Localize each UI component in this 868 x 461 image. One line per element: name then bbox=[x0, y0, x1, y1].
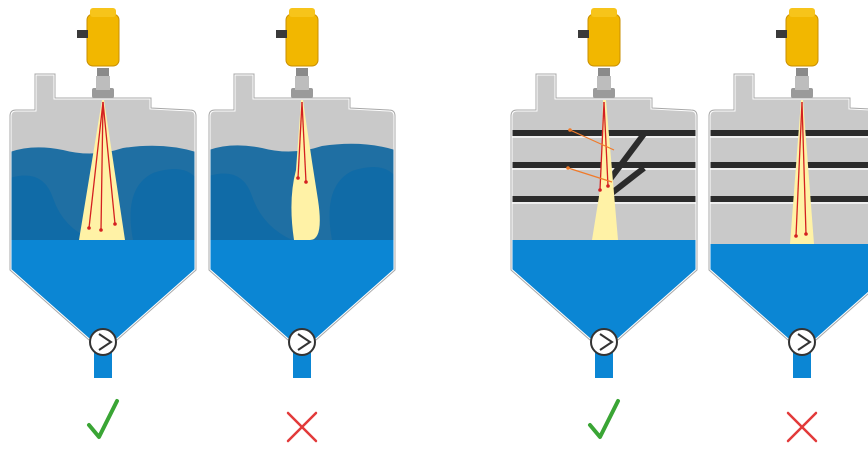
ray-arrowhead bbox=[296, 176, 300, 180]
sensor-housing bbox=[86, 13, 120, 67]
panel-foam-bad bbox=[207, 8, 397, 443]
radar-sensor bbox=[276, 8, 319, 98]
sensor-cable-gland bbox=[776, 30, 787, 38]
ray-arrowhead bbox=[568, 128, 572, 132]
tank-outline-edge bbox=[9, 73, 197, 341]
pump-arrow bbox=[98, 333, 113, 351]
sensor-thread bbox=[296, 68, 308, 76]
sensor-flange bbox=[291, 88, 313, 98]
cross-icon bbox=[286, 411, 318, 443]
cross-icon bbox=[786, 411, 818, 443]
deflected-ray bbox=[567, 167, 613, 183]
tank-strut bbox=[709, 162, 868, 168]
sensor-thread bbox=[796, 68, 808, 76]
sensor-housing bbox=[587, 13, 621, 67]
sensor-neck bbox=[795, 76, 809, 90]
pump-icon bbox=[788, 328, 816, 356]
tank-outline-edge bbox=[208, 73, 396, 341]
strut-highlight bbox=[709, 136, 868, 138]
check-icon bbox=[588, 399, 620, 439]
ray-arrowhead bbox=[606, 184, 610, 188]
radar-ray bbox=[100, 101, 104, 231]
sensor-thread bbox=[97, 68, 109, 76]
radar-ray bbox=[801, 101, 807, 235]
radar-ray bbox=[795, 101, 803, 237]
ray-arrowhead bbox=[99, 228, 103, 232]
radar-ray bbox=[603, 101, 609, 187]
strut-highlight bbox=[709, 202, 868, 204]
sensor-flange bbox=[791, 88, 813, 98]
ray-arrowhead bbox=[598, 188, 602, 192]
sensor-flange bbox=[593, 88, 615, 98]
ray-arrowhead bbox=[794, 234, 798, 238]
sensor-neck bbox=[96, 76, 110, 90]
ray-arrowhead bbox=[304, 180, 308, 184]
ray-arrowhead bbox=[804, 232, 808, 236]
foam-shade bbox=[130, 169, 196, 240]
foam-shade bbox=[209, 173, 292, 240]
sensor-cap bbox=[789, 8, 815, 17]
sensor-cable-gland bbox=[578, 30, 589, 38]
sensor-cap bbox=[591, 8, 617, 17]
radar-beam bbox=[790, 100, 814, 244]
pump-icon bbox=[288, 328, 316, 356]
pump-icon bbox=[590, 328, 618, 356]
radar-ray bbox=[599, 101, 605, 191]
sensor-housing bbox=[285, 13, 319, 67]
sensor-cap bbox=[289, 8, 315, 17]
deflected-ray bbox=[569, 129, 615, 151]
radar-ray bbox=[102, 101, 116, 225]
radar-sensor bbox=[776, 8, 819, 98]
ray-arrowhead bbox=[566, 166, 570, 170]
tank-outline-edge bbox=[708, 73, 868, 341]
foam-shade bbox=[10, 175, 93, 240]
check-icon bbox=[87, 399, 119, 439]
pump-arrow bbox=[599, 333, 614, 351]
sensor-cable-gland bbox=[276, 30, 287, 38]
sensor-neck bbox=[295, 76, 309, 90]
radar-ray bbox=[88, 101, 104, 229]
pump-icon bbox=[89, 328, 117, 356]
radar-ray bbox=[301, 101, 307, 183]
radar-sensor bbox=[578, 8, 621, 98]
tank-strut bbox=[709, 196, 868, 202]
tank-outline-edge bbox=[510, 73, 698, 341]
sensor-thread bbox=[598, 68, 610, 76]
strut-highlight bbox=[709, 168, 868, 170]
sensor-cable-gland bbox=[77, 30, 88, 38]
sensor-cap bbox=[90, 8, 116, 17]
sensor-neck bbox=[597, 76, 611, 90]
sensor-housing bbox=[785, 13, 819, 67]
deflector-plate bbox=[606, 165, 646, 199]
deflector-plate bbox=[605, 132, 647, 184]
panel-struts-bad bbox=[707, 8, 868, 443]
panel-struts-good bbox=[509, 8, 699, 439]
panel-foam-good bbox=[8, 8, 198, 439]
ray-arrowhead bbox=[87, 226, 91, 230]
tank-strut bbox=[709, 130, 868, 136]
radar-ray bbox=[297, 101, 303, 179]
pump-arrow bbox=[797, 333, 812, 351]
pump-arrow bbox=[297, 333, 312, 351]
ray-arrowhead bbox=[113, 222, 117, 226]
radar-sensor bbox=[77, 8, 120, 98]
sensor-flange bbox=[92, 88, 114, 98]
foam-shade bbox=[329, 167, 395, 240]
radar-beam bbox=[592, 100, 618, 240]
